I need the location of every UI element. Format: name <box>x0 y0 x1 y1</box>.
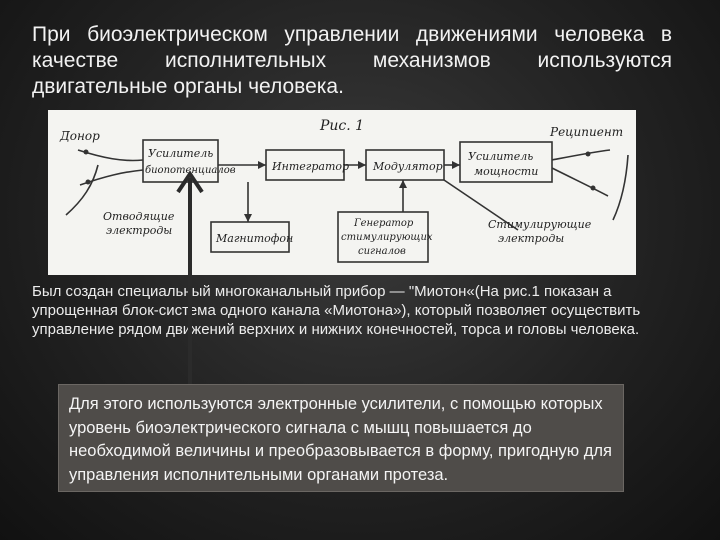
generator-label-3: сигналов <box>358 246 406 257</box>
lead-electrodes-label-2: электроды <box>106 224 172 237</box>
slide-title: При биоэлектрическом управлении движения… <box>32 23 672 98</box>
donor-label: Донор <box>59 129 100 143</box>
block-diagram-figure: Рис. 1 Донор Реципиент Усилитель биопоте… <box>48 110 636 275</box>
integrator-label: Интегратор <box>271 160 349 173</box>
amp-power-label-1: Усилитель <box>468 150 533 163</box>
body-paragraph: Был создан специальный многоканальный пр… <box>32 283 641 338</box>
lead-electrodes-label-1: Отводящие <box>103 210 175 223</box>
amp-bio-label-1: Усилитель <box>148 147 213 160</box>
stim-electrodes-label-1: Стимулирующие <box>488 218 592 231</box>
stim-electrodes-label-2: электроды <box>498 232 564 245</box>
callout-box: Для этого используются электронные усили… <box>58 384 624 492</box>
amp-bio-label-2: биопотенциалов <box>145 165 236 176</box>
generator-label-1: Генератор <box>353 218 414 229</box>
block-diagram: Рис. 1 Донор Реципиент Усилитель биопоте… <box>59 118 629 263</box>
callout-text: Для этого используются электронные усили… <box>69 395 612 484</box>
generator-label-2: стимулирующих <box>341 232 433 243</box>
amp-power-label-2: мощности <box>474 165 538 178</box>
modulator-label: Модулятор <box>372 160 443 173</box>
recipient-label: Реципиент <box>549 125 623 139</box>
recorder-label: Магнитофон <box>215 232 293 245</box>
amp-power-box <box>459 141 553 183</box>
figure-caption: Рис. 1 <box>319 118 364 134</box>
recorder-box <box>210 221 290 253</box>
generator-box <box>337 211 429 263</box>
